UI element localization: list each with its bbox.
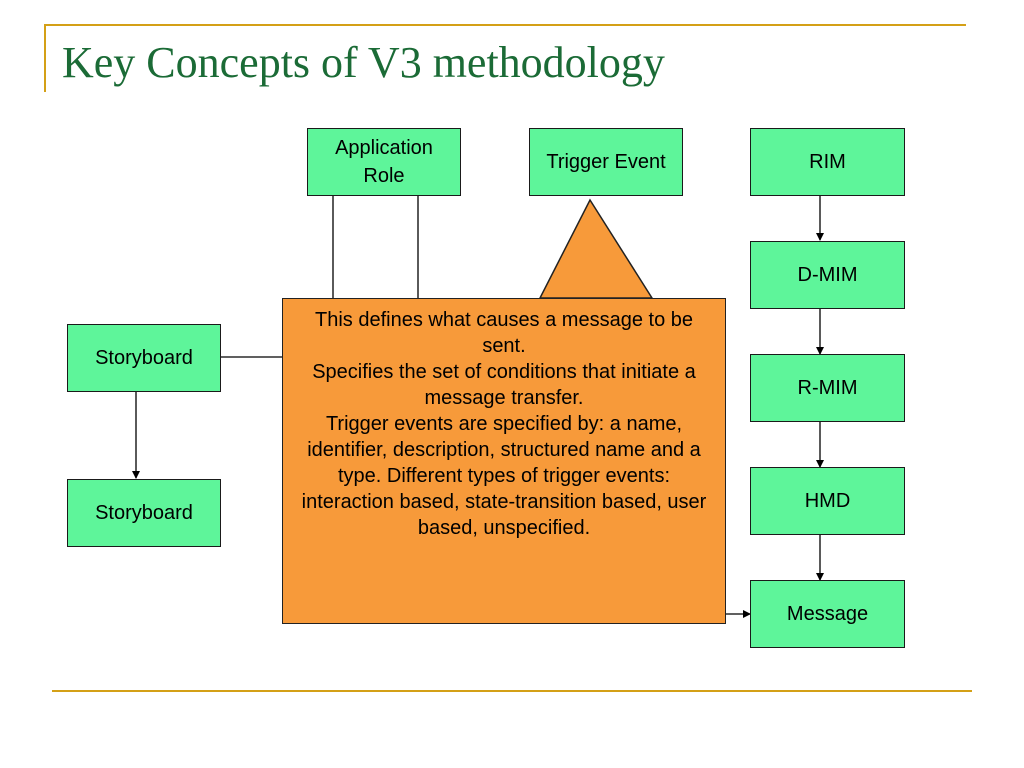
callout-line-3: Trigger events are specified by: a name,… [301, 413, 707, 539]
bottom-rule [52, 690, 972, 692]
trigger-event-callout: This defines what causes a message to be… [282, 298, 726, 624]
callout-pointer [538, 198, 654, 299]
left-rule [44, 24, 46, 92]
rim-box: RIM [750, 128, 905, 196]
callout-line-2: Specifies the set of conditions that ini… [312, 361, 696, 409]
storyboard-box-top: Storyboard [67, 324, 221, 392]
message-box: Message [750, 580, 905, 648]
slide-title: Key Concepts of V3 methodology [62, 38, 665, 87]
top-rule [44, 24, 966, 26]
application-role-box: Application Role [307, 128, 461, 196]
r-mim-box: R-MIM [750, 354, 905, 422]
callout-line-1: This defines what causes a message to be… [315, 309, 693, 357]
trigger-event-box: Trigger Event [529, 128, 683, 196]
hmd-box: HMD [750, 467, 905, 535]
storyboard-box-bottom: Storyboard [67, 479, 221, 547]
d-mim-box: D-MIM [750, 241, 905, 309]
